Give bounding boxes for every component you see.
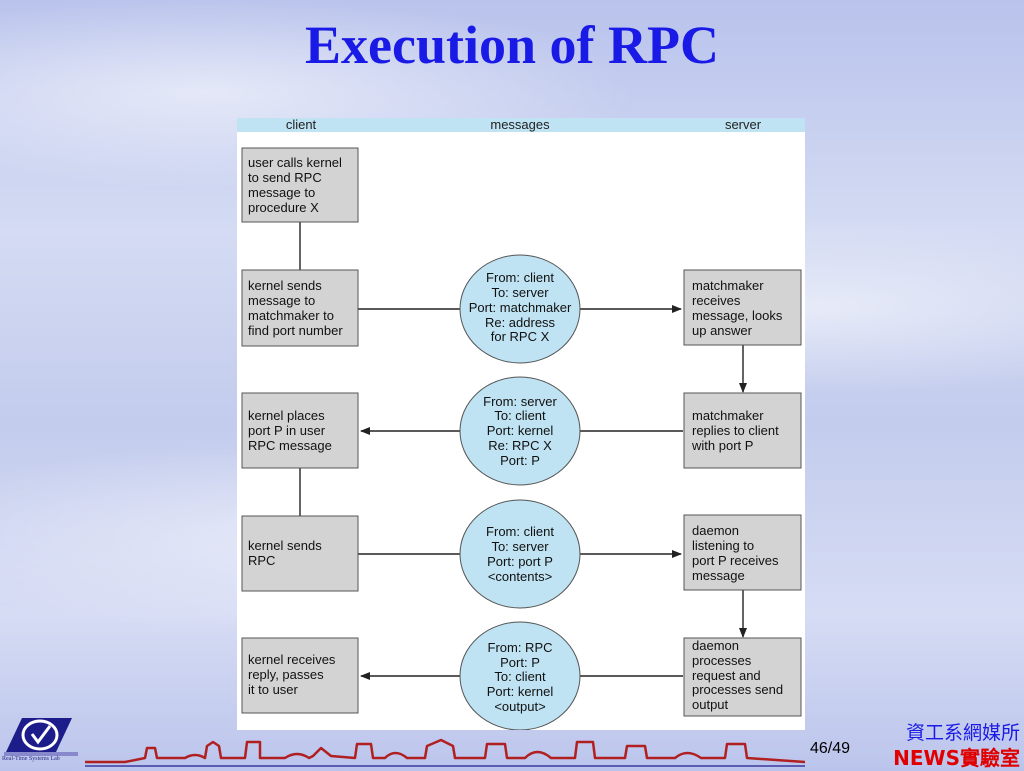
message-4-line-3: To: client	[494, 669, 546, 684]
server-box-4-line-4: processes send	[692, 682, 783, 697]
message-1-line-2: To: server	[491, 285, 549, 300]
message-4-line-4: Port: kernel	[487, 684, 554, 699]
server-box-1-line-3: message, looks	[692, 308, 783, 323]
server-box-1-line-4: up answer	[692, 323, 753, 338]
server-box-1-line-2: receives	[692, 293, 741, 308]
client-box-5: kernel receives reply, passes it to user	[241, 637, 359, 714]
rpc-diagram-canvas: client messages server user calls kernel…	[237, 118, 805, 730]
message-3-line-3: Port: port P	[487, 554, 553, 569]
client-box-5-line-2: reply, passes	[248, 667, 324, 682]
message-1: From: client To: server Port: matchmaker…	[459, 254, 581, 364]
message-1-line-5: for RPC X	[491, 329, 550, 344]
client-box-2: kernel sends message to matchmaker to fi…	[241, 269, 359, 347]
client-box-4: kernel sends RPC	[241, 515, 359, 592]
rpc-diagram: client messages server user calls kernel…	[237, 118, 805, 730]
message-1-line-1: From: client	[486, 270, 554, 285]
server-box-1: matchmaker receives message, looks up an…	[683, 269, 802, 346]
client-box-1-line-3: message to	[248, 185, 315, 200]
lab-logo-caption: Real-Time Systems Lab	[2, 756, 60, 762]
client-box-3-line-2: port P in user	[248, 423, 326, 438]
column-header-band	[237, 118, 805, 132]
page-total: 49	[832, 740, 851, 757]
lab-logo	[2, 712, 80, 768]
client-box-1-line-1: user calls kernel	[248, 155, 342, 170]
message-4-line-2: Port: P	[500, 655, 540, 670]
client-box-5-line-3: it to user	[248, 682, 299, 697]
message-1-line-3: Port: matchmaker	[469, 300, 572, 315]
server-box-3: daemon listening to port P receives mess…	[683, 514, 802, 591]
server-box-4: daemon processes request and processes s…	[683, 637, 802, 717]
column-header-messages: messages	[490, 118, 550, 132]
message-2-line-1: From: server	[483, 394, 557, 409]
server-box-2-line-3: with port P	[691, 438, 753, 453]
message-1-line-4: Re: address	[485, 315, 556, 330]
skyline-decoration	[85, 738, 805, 767]
lab-name: NEWS實驗室	[893, 746, 1020, 770]
client-box-1: user calls kernel to send RPC message to…	[241, 147, 359, 223]
client-box-4-line-2: RPC	[248, 553, 275, 568]
server-box-2-line-1: matchmaker	[692, 408, 764, 423]
client-box-3: kernel places port P in user RPC message	[241, 392, 359, 469]
client-box-1-line-4: procedure X	[248, 200, 319, 215]
server-box-1-line-1: matchmaker	[692, 278, 764, 293]
server-box-4-line-5: output	[692, 697, 729, 712]
lab-logo-icon	[4, 718, 78, 756]
server-box-2-line-2: replies to client	[692, 423, 779, 438]
message-2-line-4: Re: RPC X	[488, 438, 552, 453]
message-3-line-2: To: server	[491, 539, 549, 554]
client-box-5-line-1: kernel receives	[248, 652, 336, 667]
message-3: From: client To: server Port: port P <co…	[459, 499, 581, 609]
message-2: From: server To: client Port: kernel Re:…	[459, 376, 581, 486]
server-box-3-line-3: port P receives	[692, 553, 779, 568]
server-box-4-line-2: processes	[692, 653, 752, 668]
column-header-client: client	[286, 118, 317, 132]
server-box-3-line-1: daemon	[692, 523, 739, 538]
client-box-4-line-1: kernel sends	[248, 538, 322, 553]
server-box-3-line-2: listening to	[692, 538, 754, 553]
message-4-line-5: <output>	[494, 699, 545, 714]
client-box-2-line-3: matchmaker to	[248, 308, 334, 323]
server-box-3-line-4: message	[692, 568, 745, 583]
server-box-4-line-3: request and	[692, 668, 761, 683]
client-box-2-line-2: message to	[248, 293, 315, 308]
message-2-line-5: Port: P	[500, 453, 540, 468]
client-box-2-line-4: find port number	[248, 323, 343, 338]
message-2-line-2: To: client	[494, 408, 546, 423]
server-box-4-line-1: daemon	[692, 638, 739, 653]
client-box-3-line-1: kernel places	[248, 408, 325, 423]
client-box-3-line-3: RPC message	[248, 438, 332, 453]
message-4-line-1: From: RPC	[488, 640, 553, 655]
client-box-2-line-1: kernel sends	[248, 278, 322, 293]
department-name: 資工系網媒所	[905, 722, 1020, 744]
page-separator: /	[827, 740, 833, 757]
page-number: 46/49	[810, 740, 850, 758]
page-current: 46	[810, 740, 828, 757]
server-box-2: matchmaker replies to client with port P	[683, 392, 802, 469]
message-2-line-3: Port: kernel	[487, 423, 554, 438]
client-box-1-line-2: to send RPC	[248, 170, 322, 185]
message-4: From: RPC Port: P To: client Port: kerne…	[459, 621, 581, 730]
column-header-server: server	[725, 118, 762, 132]
slide-title: Execution of RPC	[305, 15, 719, 75]
message-3-line-1: From: client	[486, 524, 554, 539]
message-3-line-4: <contents>	[488, 569, 552, 584]
